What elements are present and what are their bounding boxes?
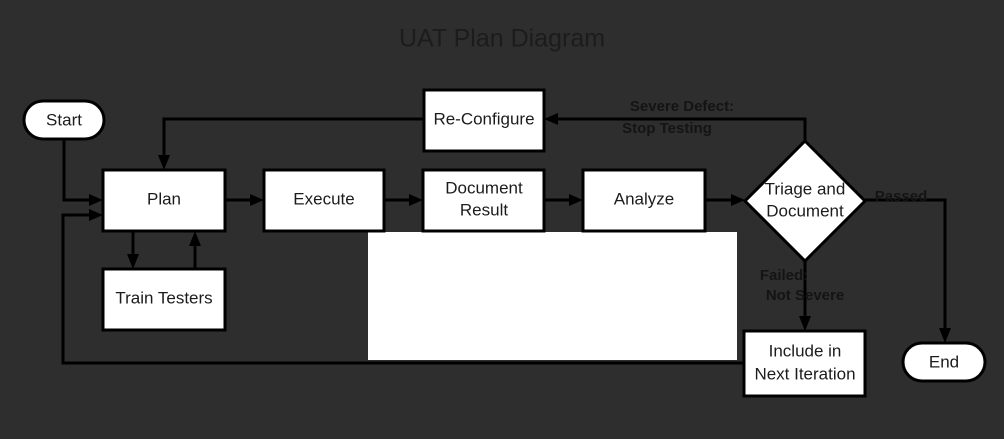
arrow-analyze-to-triage	[731, 194, 745, 206]
plan-shape[interactable]	[101, 168, 227, 233]
arrow-triage-to-reconfigure	[544, 113, 558, 125]
execute-label: Execute	[293, 189, 354, 208]
end-shape[interactable]	[901, 341, 987, 383]
node-end[interactable]: End	[901, 341, 987, 383]
node-reconfigure[interactable]: Re-Configure	[422, 88, 546, 153]
arrow-plan-to-train	[127, 254, 139, 269]
node-analyze[interactable]: Analyze	[581, 168, 707, 233]
start-shape[interactable]	[22, 99, 106, 141]
document-result-label-line2: Result	[460, 200, 508, 219]
start-label: Start	[46, 110, 82, 129]
node-start[interactable]: Start	[22, 99, 106, 141]
edge-label-severe-defect-line2: Stop Testing	[622, 120, 712, 137]
triage-shape[interactable]	[742, 138, 868, 264]
arrow-triage-to-include	[799, 316, 811, 331]
train-testers-label: Train Testers	[115, 288, 212, 307]
node-triage-and-document[interactable]: Triage and Document	[742, 138, 868, 264]
analyze-shape[interactable]	[581, 168, 707, 233]
edge-start-to-plan	[62, 139, 96, 202]
document-result-shape[interactable]	[421, 168, 546, 233]
arrow-include-to-plan	[89, 209, 103, 221]
analyze-label: Analyze	[614, 189, 674, 208]
arrow-document-to-analyze	[569, 194, 583, 206]
edge-label-severe-defect-line1: Severe Defect:	[630, 98, 734, 115]
arrow-start-to-plan	[89, 194, 103, 206]
edge-triage-to-end	[865, 198, 947, 335]
edge-label-passed: Passed	[875, 188, 928, 205]
node-execute[interactable]: Execute	[262, 168, 386, 233]
train-testers-shape[interactable]	[101, 267, 227, 332]
edge-label-failed-line2: Not Severe	[766, 287, 844, 304]
arrow-train-to-plan	[189, 231, 201, 246]
plan-label: Plan	[147, 189, 181, 208]
include-next-label-line2: Next Iteration	[754, 364, 855, 383]
node-train-testers[interactable]: Train Testers	[101, 267, 227, 332]
arrow-plan-to-execute	[250, 194, 264, 206]
edge-label-failed-line1: Failed:	[760, 267, 808, 284]
execute-shape[interactable]	[262, 168, 386, 233]
arrow-reconfigure-to-plan	[158, 155, 170, 170]
blank-panel	[368, 232, 737, 360]
include-next-label-line1: Include in	[769, 341, 842, 360]
reconfigure-shape[interactable]	[422, 88, 546, 153]
page-title: UAT Plan Diagram	[399, 25, 605, 53]
edge-triage-to-reconfigure	[551, 117, 807, 141]
edge-include-to-plan	[61, 213, 744, 365]
triage-label-line1: Triage and	[765, 179, 846, 198]
include-next-shape[interactable]	[742, 329, 867, 398]
node-document-result[interactable]: Document Result	[421, 168, 546, 233]
arrow-execute-to-document	[409, 194, 423, 206]
end-label: End	[929, 352, 959, 371]
node-plan[interactable]: Plan	[101, 168, 227, 233]
reconfigure-label: Re-Configure	[433, 109, 534, 128]
node-include-next-iteration[interactable]: Include in Next Iteration	[742, 329, 867, 398]
document-result-label-line1: Document	[445, 178, 523, 197]
arrow-triage-to-end	[939, 328, 951, 343]
edge-reconfigure-to-plan	[162, 117, 424, 162]
triage-label-line2: Document	[766, 201, 844, 220]
